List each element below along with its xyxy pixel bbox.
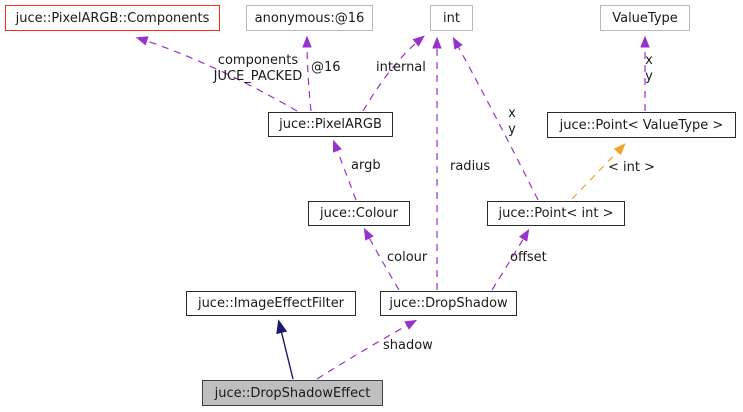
label-template-int: < int > [608,160,655,175]
node-imageeffectfilter[interactable]: juce::ImageEffectFilter [186,291,356,316]
node-label: juce::PixelARGB::Components [15,10,210,26]
node-int: int [430,5,473,31]
label-xy-valuetype: x y [642,53,656,85]
node-label: anonymous:@16 [254,10,365,26]
node-pixelargb[interactable]: juce::PixelARGB [268,112,393,137]
node-label: int [443,10,460,26]
label-components-juce-packed: components JUCE_PACKED [200,53,316,85]
node-anonymous-16: anonymous:@16 [246,5,373,31]
node-label: ValueType [612,10,678,26]
label-radius: radius [450,159,491,174]
node-label: juce::DropShadowEffect [214,385,371,401]
node-dropshadow[interactable]: juce::DropShadow [380,291,517,316]
label-at16: @16 [311,60,341,75]
node-dropshadoweffect: juce::DropShadowEffect [202,380,383,406]
label-line: x [508,106,516,121]
label-line: y [508,122,516,137]
node-label: juce::PixelARGB [279,117,382,132]
node-label: juce::Point< int > [498,206,614,221]
label-internal: internal [376,60,426,75]
node-label: juce::Colour [320,206,398,221]
node-point-int[interactable]: juce::Point< int > [487,201,625,226]
edge-pointint-to-int [452,36,539,201]
label-shadow: shadow [383,338,433,353]
label-xy-int: x y [504,106,520,138]
node-point-valuetype[interactable]: juce::Point< ValueType > [547,112,736,138]
node-pixelargb-components[interactable]: juce::PixelARGB::Components [5,5,220,31]
node-valuetype: ValueType [600,5,690,31]
node-label: juce::ImageEffectFilter [197,296,345,311]
node-label: juce::DropShadow [389,296,508,311]
node-colour[interactable]: juce::Colour [308,201,410,226]
label-line: y [645,69,653,84]
label-colour: colour [387,250,428,265]
label-offset: offset [510,250,547,265]
node-label: juce::Point< ValueType > [559,117,724,133]
label-line: x [645,53,653,68]
label-line: components [217,53,299,68]
label-argb: argb [351,158,381,173]
label-line: JUCE_PACKED [213,69,303,84]
edge-dropshadoweffect-inherits-imageeffectfilter [276,319,294,380]
